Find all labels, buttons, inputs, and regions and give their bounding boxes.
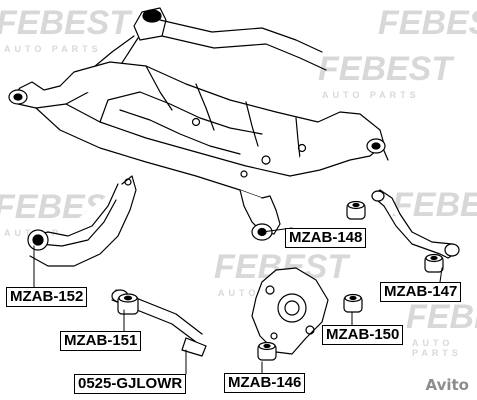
leader-mzab-147	[439, 267, 443, 283]
part-label-mzab-146: MZAB-146	[224, 373, 306, 393]
part-label-0525-gjlowr: 0525-GJLOWR	[74, 374, 187, 394]
bushing-mzab-148	[346, 200, 366, 220]
rear-subframe	[8, 7, 389, 241]
bushing-mzab-150	[343, 293, 363, 313]
watermark-tagline: AUTO PARTS	[412, 338, 462, 358]
lower-control-arm-left	[27, 175, 137, 267]
watermark-brand: FEBEST	[378, 4, 477, 42]
watermark-tagline: AUTO PARTS	[4, 44, 102, 54]
bushing-mzab-147	[424, 253, 444, 273]
watermark-brand: FEBEST	[392, 186, 477, 224]
part-label-mzab-150: MZAB-150	[322, 325, 404, 345]
watermark-brand: FEBEST	[0, 4, 131, 42]
avito-watermark: Avito	[425, 376, 469, 394]
rear-knuckle	[251, 267, 329, 355]
bushing-mzab-151	[117, 293, 139, 315]
part-label-mzab-152: MZAB-152	[6, 287, 88, 307]
part-label-mzab-147: MZAB-147	[380, 282, 462, 302]
watermark-brand: FEBEST	[406, 298, 477, 336]
upper-control-arm-right	[371, 189, 460, 259]
watermark-tagline: AUTO PARTS	[322, 90, 420, 100]
part-label-mzab-148: MZAB-148	[285, 228, 367, 248]
bushing-mzab-146	[257, 341, 277, 361]
part-label-mzab-151: MZAB-151	[60, 331, 142, 351]
watermark-brand: FEBEST	[318, 50, 453, 88]
